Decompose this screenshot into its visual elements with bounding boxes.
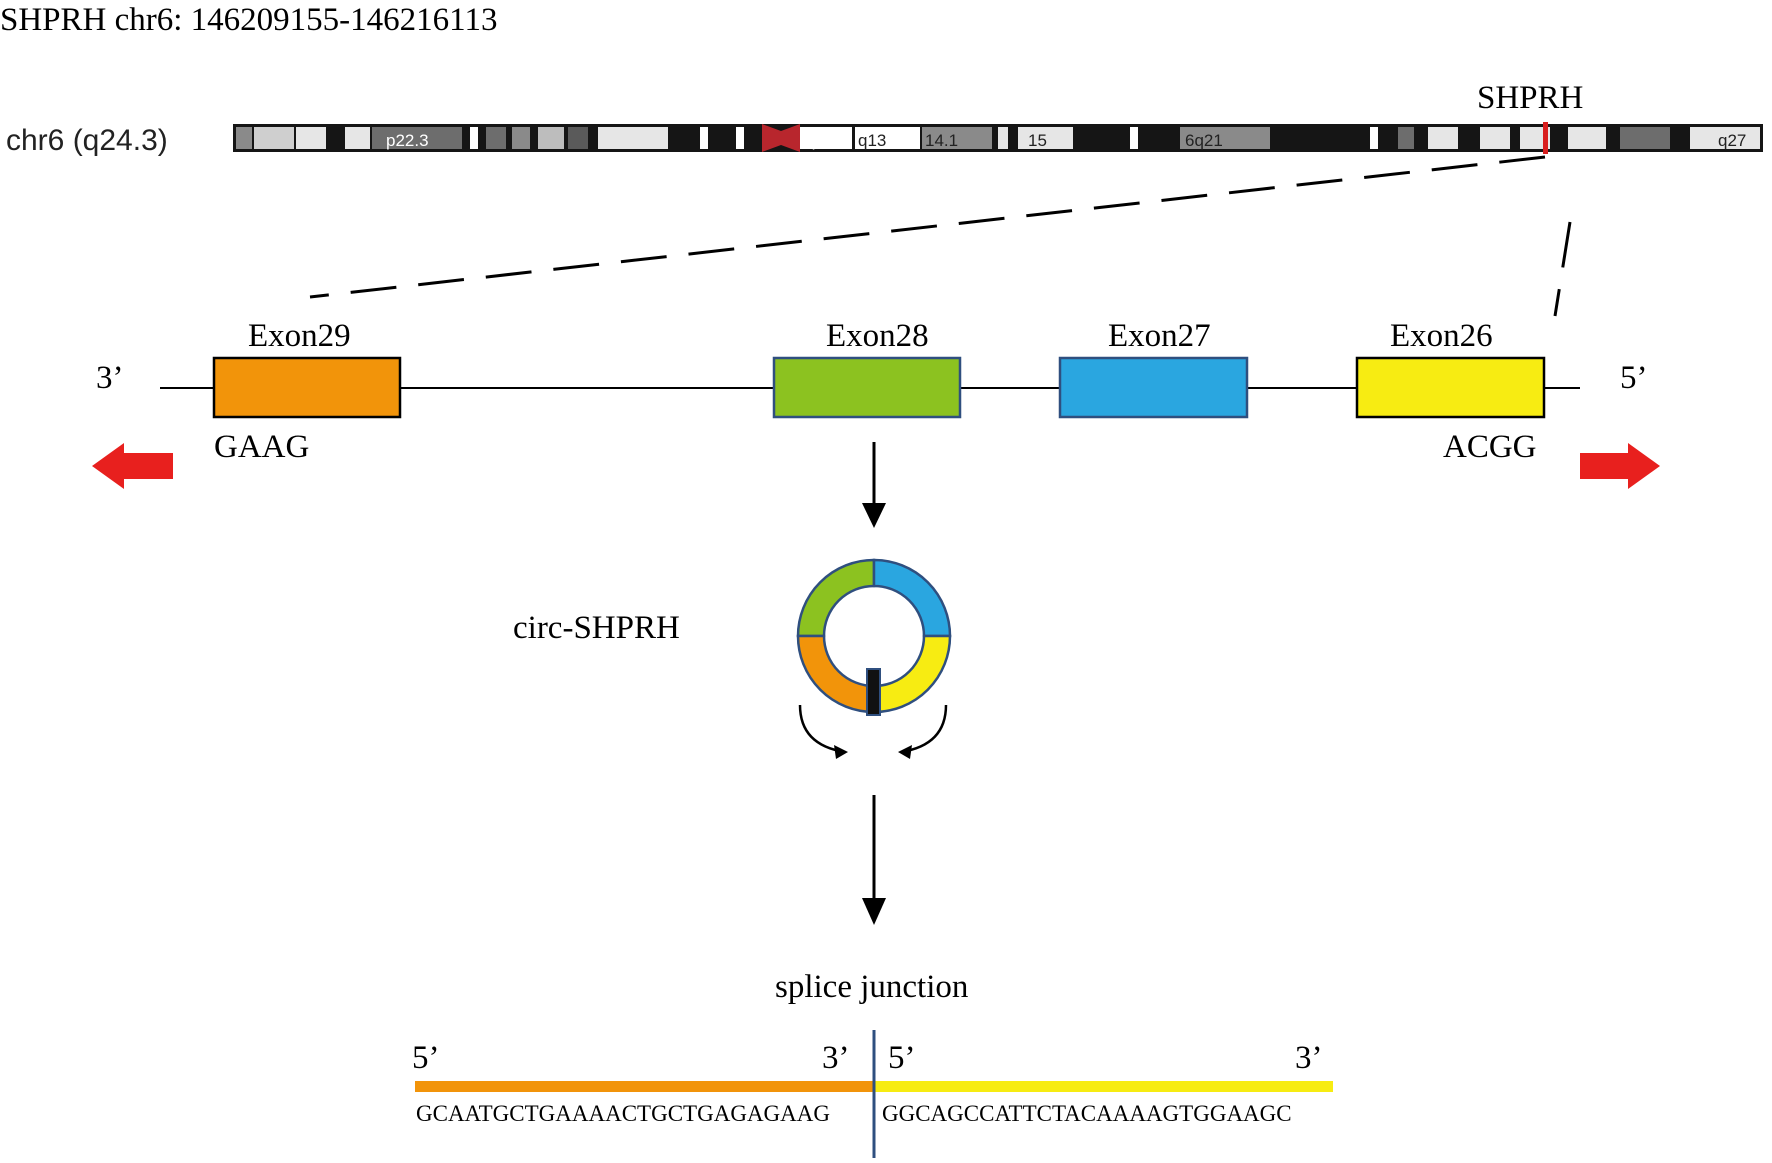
gene-structure: 3’ 5’ Exon29 Exon28 Exon27 Exon26 GAAG A… xyxy=(92,318,1660,489)
back-splice-junction-mark xyxy=(866,668,881,716)
gene-position-marker xyxy=(1543,122,1548,154)
circ-rna: circ-SHPRH xyxy=(513,558,952,759)
exon29-box xyxy=(212,356,402,419)
circ-segment-exon28 xyxy=(796,558,876,638)
zoom-line-right xyxy=(1553,221,1572,317)
left-sequence: GCAATGCTGAAAACTGCTGAGAGAAG xyxy=(416,1101,830,1126)
exon28-box xyxy=(772,356,962,419)
circ-segment-exon29 xyxy=(796,634,876,714)
left-3prime-label: 3’ xyxy=(822,1040,850,1076)
band-label: p22.3 xyxy=(386,131,429,150)
splice-junction-title: splice junction xyxy=(775,969,968,1005)
circ-segment-exon26 xyxy=(872,634,952,714)
chromosome-label: chr6 (q24.3) xyxy=(6,124,168,157)
gene-marker-label: SHPRH xyxy=(1477,80,1583,116)
strand-label-5prime: 5’ xyxy=(1620,360,1648,396)
band-label: q12 xyxy=(806,131,834,150)
left-arrow-icon xyxy=(92,443,173,489)
right-5prime-label: 5’ xyxy=(888,1040,916,1076)
right-motif: ACGG xyxy=(1443,429,1537,465)
down-arrow-2 xyxy=(862,795,886,925)
exon27-box xyxy=(1058,356,1249,419)
strand-label-3prime: 3’ xyxy=(96,360,124,396)
band-label: 15 xyxy=(1028,131,1047,150)
left-exon-bar xyxy=(415,1081,873,1092)
left-5prime-label: 5’ xyxy=(412,1040,440,1076)
right-exon-bar xyxy=(875,1081,1333,1092)
band-label: 6q21 xyxy=(1185,131,1223,150)
down-arrow-1 xyxy=(862,442,886,528)
splice-junction: splice junction 5’ 3’ 5’ 3’ GCAATGCTGAAA… xyxy=(412,969,1333,1158)
zoom-line-left xyxy=(309,155,1546,299)
band-label: q13 xyxy=(858,131,886,150)
right-arrow-icon xyxy=(1580,443,1660,489)
exon29-label: Exon29 xyxy=(248,318,351,354)
left-motif: GAAG xyxy=(214,429,309,465)
band-label: q27 xyxy=(1718,131,1746,150)
band-label: 14.1 xyxy=(925,131,958,150)
circ-segment-exon27 xyxy=(872,558,952,638)
exon26-label: Exon26 xyxy=(1390,318,1493,354)
page-title: SHPRH chr6: 146209155-146216113 xyxy=(0,2,497,38)
right-3prime-label: 3’ xyxy=(1295,1040,1323,1076)
circ-label: circ-SHPRH xyxy=(513,610,680,646)
right-sequence: GGCAGCCATTCTACAAAAGTGGAAGC xyxy=(882,1101,1292,1126)
exon28-label: Exon28 xyxy=(826,318,929,354)
exon27-label: Exon27 xyxy=(1108,318,1211,354)
exon26-box xyxy=(1355,356,1546,419)
chromosome-ideogram: chr6 (q24.3) p22.3 q12 xyxy=(6,122,1763,157)
primer-arrow-right-icon xyxy=(900,704,948,754)
primer-arrow-left-icon xyxy=(798,704,846,754)
